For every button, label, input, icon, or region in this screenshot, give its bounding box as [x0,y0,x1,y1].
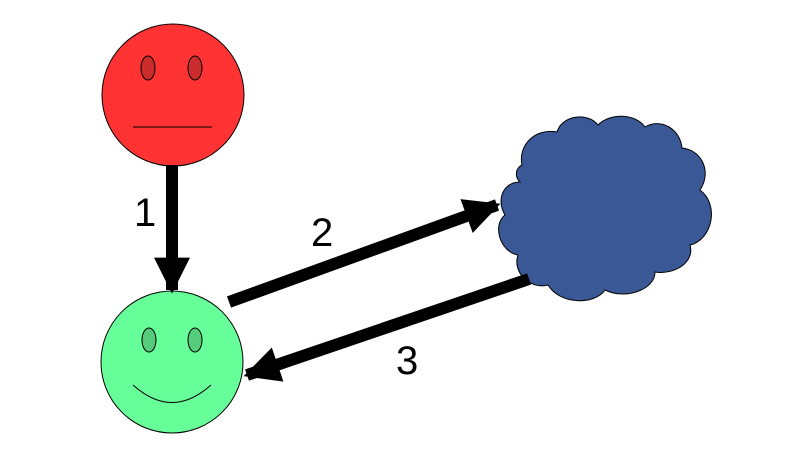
arrow-3 [243,273,531,382]
arrow-2-label: 2 [311,211,333,255]
unhappy-face-circle [101,23,245,167]
unhappy-face-node [101,23,245,167]
cloud-node [498,115,712,302]
arrow-3-label: 3 [396,339,418,383]
right-eye [187,327,203,353]
smile-mouth [132,384,212,403]
left-eye [140,55,156,81]
happy-face-circle [100,290,244,434]
left-eye [141,327,157,353]
arrow-2 [226,199,501,308]
arrow-1-label: 1 [134,191,156,235]
right-eye [187,55,203,81]
happy-face-node [100,290,244,434]
